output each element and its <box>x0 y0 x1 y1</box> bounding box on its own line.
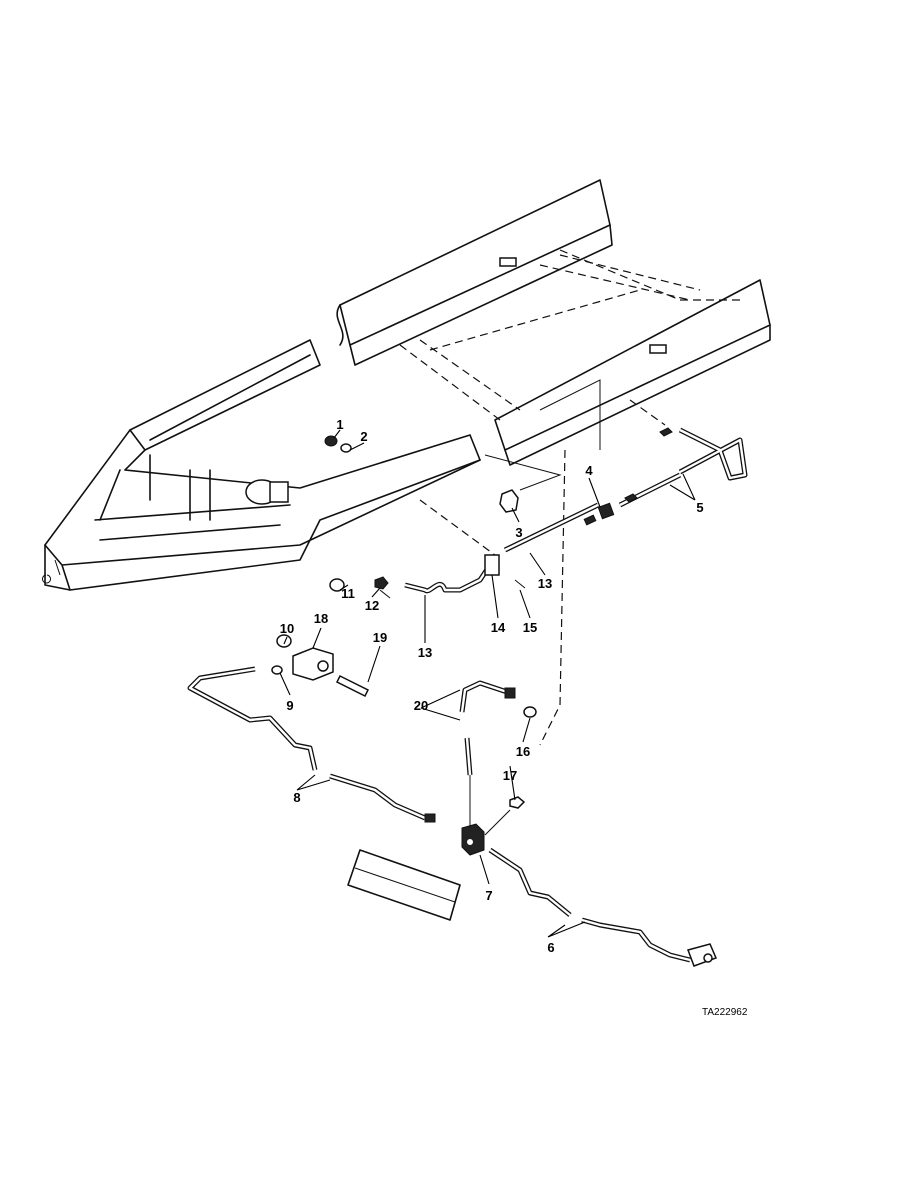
callout-13-lower: 13 <box>418 645 432 660</box>
trailer-rear-frame <box>336 179 771 466</box>
callout-10: 10 <box>280 621 294 636</box>
callout-11: 11 <box>341 586 355 601</box>
callout-5: 5 <box>696 500 703 515</box>
callout-2: 2 <box>360 429 367 444</box>
trailer-tongue-frame <box>42 339 481 591</box>
callout-13-upper: 13 <box>538 576 552 591</box>
callout-4: 4 <box>585 463 593 478</box>
callout-8: 8 <box>293 790 300 805</box>
callout-3: 3 <box>515 525 522 540</box>
callout-14: 14 <box>491 620 506 635</box>
callout-19: 19 <box>373 630 387 645</box>
callout-18: 18 <box>314 611 328 626</box>
callout-numbers: 1 2 3 4 5 6 7 8 9 10 11 12 13 13 14 15 1… <box>280 417 704 955</box>
figure-id-label: TA222962 <box>702 1007 748 1018</box>
parts <box>187 427 748 967</box>
callout-leaders <box>279 429 696 938</box>
callout-1: 1 <box>336 417 343 432</box>
callout-6: 6 <box>547 940 554 955</box>
callout-17: 17 <box>503 768 517 783</box>
callout-7: 7 <box>485 888 492 903</box>
callout-9: 9 <box>286 698 293 713</box>
callout-16: 16 <box>516 744 530 759</box>
callout-20: 20 <box>414 698 428 713</box>
callout-12: 12 <box>365 598 379 613</box>
callout-15: 15 <box>523 620 537 635</box>
